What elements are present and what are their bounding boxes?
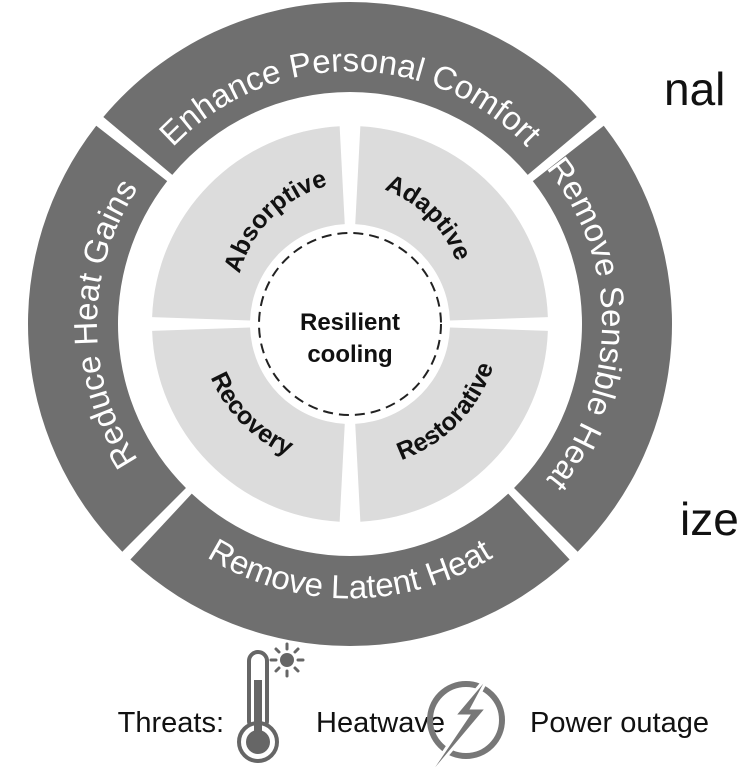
legend-item-power-outage: Power outage (530, 707, 709, 739)
outer-segment-right (514, 125, 672, 552)
legend-label: Threats: (118, 707, 224, 739)
inner-segment-absorptive (152, 126, 345, 321)
center-label-line2: cooling (307, 341, 392, 368)
inner-segment-adaptive (355, 126, 548, 321)
outer-ring (28, 1, 672, 647)
legend: Threats: Heatwave (118, 642, 709, 779)
legend-item-heatwave: Heatwave (316, 707, 445, 739)
slide-text-fragment-top: nal (664, 63, 726, 115)
inner-segment-recovery (152, 327, 345, 522)
lightning-bolt-icon (423, 645, 515, 779)
inner-segment-restorative (355, 327, 548, 522)
center-label-line1: Resilient (300, 309, 400, 336)
thermometer-sun-icon (237, 642, 305, 763)
center-dashed-circle (258, 232, 442, 416)
outer-segment-left (28, 125, 186, 552)
inner-ring (152, 126, 548, 522)
outer-segment-bottom (130, 493, 570, 647)
slide-text-fragment-bottom: ize (680, 493, 739, 545)
outer-segment-top (103, 1, 597, 175)
